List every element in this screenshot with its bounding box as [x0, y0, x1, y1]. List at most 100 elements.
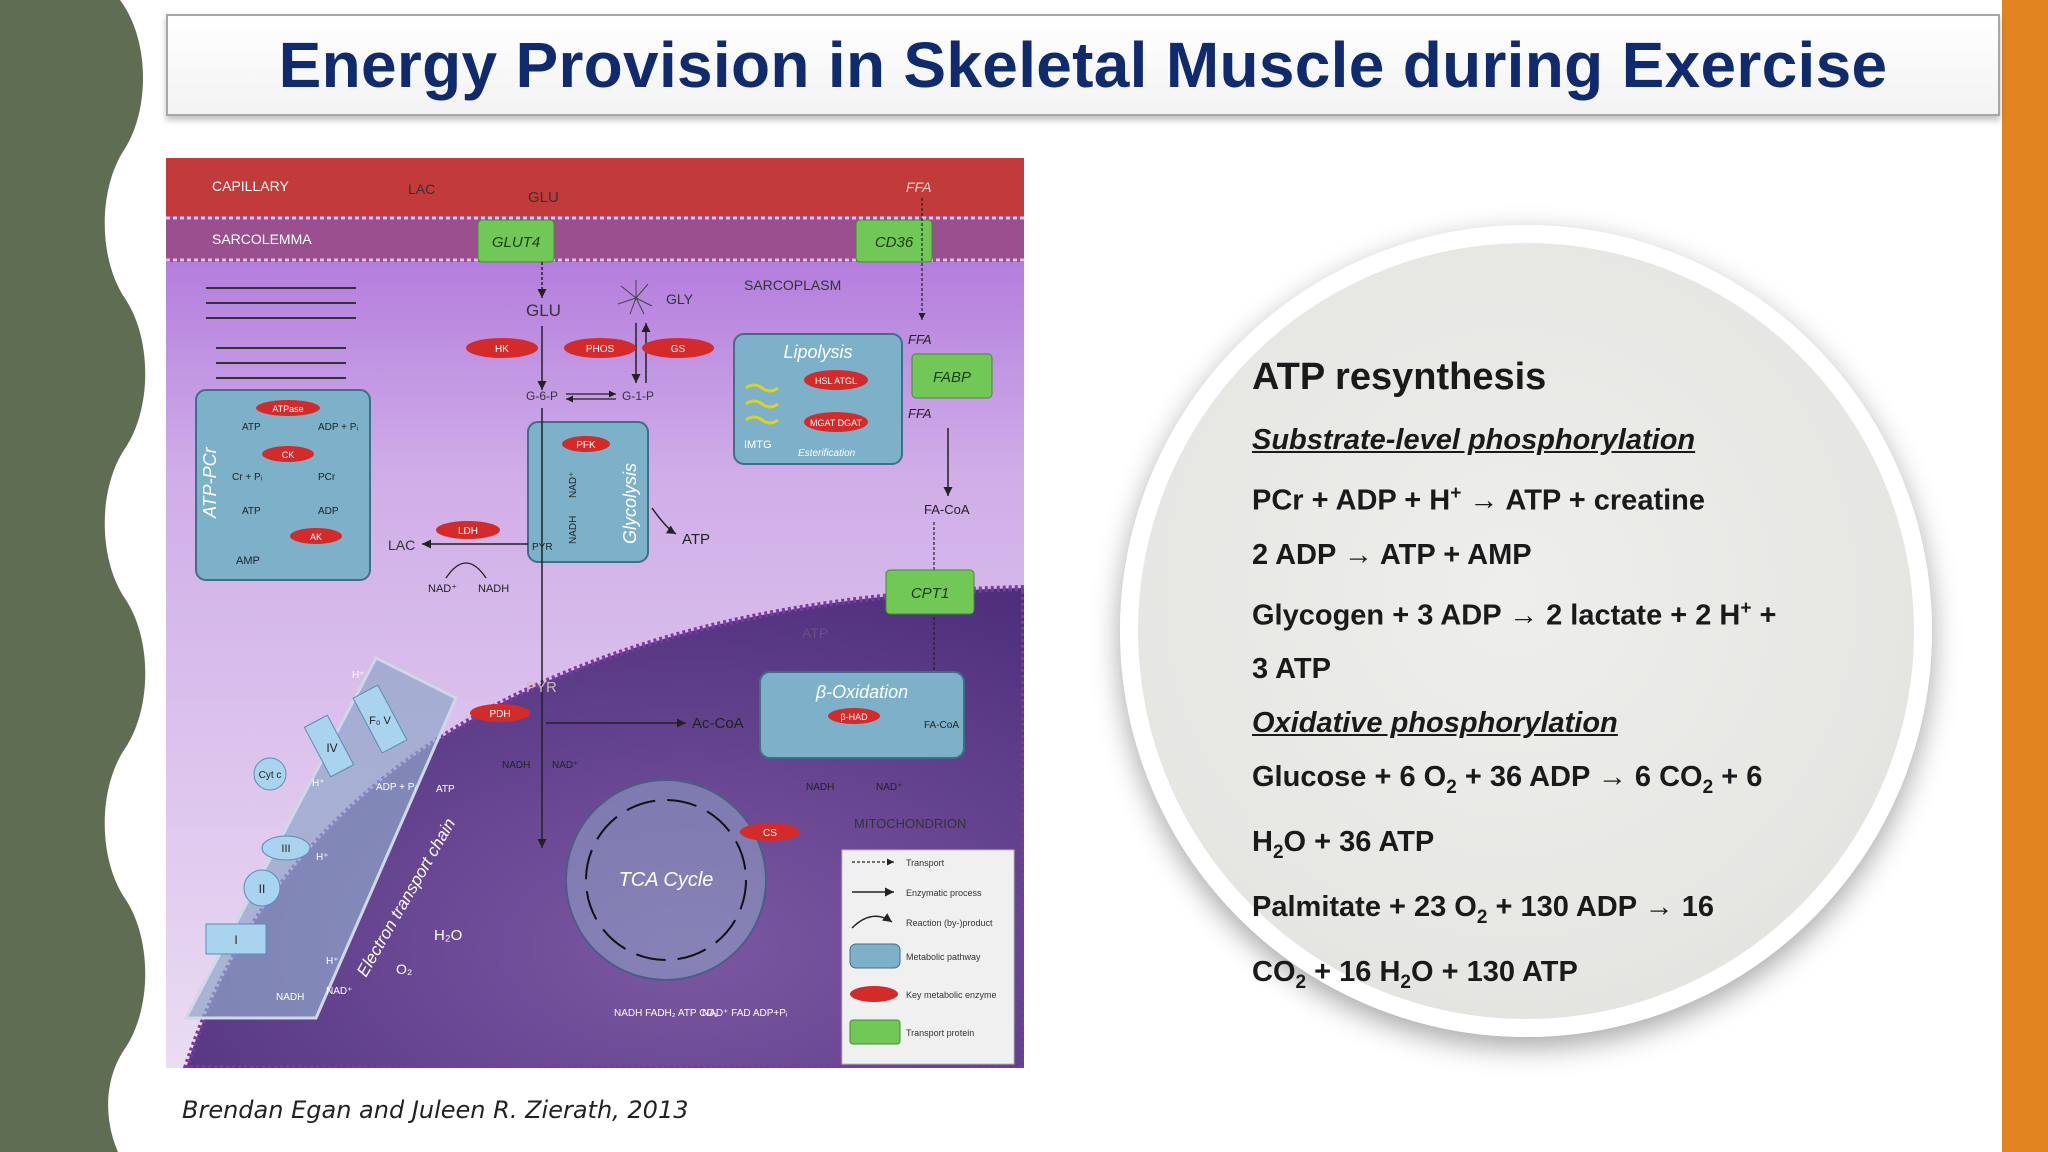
ldh-enzyme — [436, 521, 500, 539]
figure-legend: Transport Enzymatic process Reaction (by… — [841, 849, 1015, 1065]
atpase-label: ATPase — [272, 404, 303, 414]
ldh-nadh-label: NADH — [478, 583, 509, 595]
glycolysis-atp-label: ATP — [682, 531, 710, 548]
pyr-mito-label: PYR — [526, 679, 557, 696]
glut4-box — [477, 219, 555, 263]
beta-nad-label: NAD⁺ — [876, 782, 902, 793]
complex-iv — [303, 714, 355, 778]
tca-cycle-circle — [565, 779, 767, 981]
capillary-region — [166, 158, 1024, 216]
complex-v-label: F₀ V — [369, 715, 391, 727]
glycolysis-box — [527, 421, 649, 563]
complex-iii — [261, 835, 311, 861]
equation-glycogen-line2: 3 ATP — [1252, 653, 1331, 686]
complex-iii-label: III — [281, 843, 290, 855]
oxidative-heading: Oxidative phosphorylation — [1252, 707, 1618, 740]
pdh-nad-label: NAD⁺ — [552, 760, 578, 771]
ffa-sarcoplasm-label: FFA — [908, 332, 932, 347]
beta-oxidation-label: β-Oxidation — [815, 682, 908, 702]
glu-sarcoplasm-label: GLU — [526, 301, 561, 320]
lac-bottom-label: LAC — [388, 537, 415, 553]
imtg-icon — [745, 383, 779, 425]
etc-atp-label: ATP — [436, 784, 455, 795]
ak-enzyme — [290, 528, 342, 544]
ak-adp-label: ADP — [318, 506, 339, 517]
phos-label: PHOS — [586, 344, 615, 355]
etc-nadh-label: NADH — [276, 992, 304, 1003]
legend-reaction: Reaction (by-)product — [906, 918, 993, 928]
atp-pcr-label: ATP-PCr — [200, 446, 220, 519]
mgat-dgat-enzyme — [804, 412, 868, 432]
ffa-fabp-label: FFA — [908, 406, 932, 421]
equation-palmitate-line2: CO2 + 16 H2O + 130 ATP — [1252, 955, 1578, 993]
tca-cycle-arrows — [585, 799, 747, 961]
lipolysis-label: Lipolysis — [783, 342, 852, 362]
pdh-label: PDH — [489, 709, 510, 720]
myofibril-icon — [206, 287, 356, 379]
etc-h-mid: H⁺ — [312, 778, 325, 789]
slide-title: Energy Provision in Skeletal Muscle duri… — [278, 29, 1888, 101]
cyt-c — [253, 757, 287, 791]
pfk-label: PFK — [576, 440, 596, 451]
glycolysis-label: Glycolysis — [620, 463, 640, 544]
atpase-enzyme — [256, 400, 320, 416]
cyt-c-label: Cyt c — [259, 770, 282, 781]
tca-substrates-label: NAD⁺ FAD ADP+Pᵢ — [702, 1008, 788, 1019]
mgat-dgat-label: MGAT DGAT — [810, 418, 863, 428]
hk-enzyme — [466, 338, 538, 358]
atp-pcr-box — [195, 389, 371, 581]
figure-credit: Brendan Egan and Juleen R. Zierath, 2013 — [182, 1096, 689, 1124]
legend-protein: Transport protein — [906, 1028, 974, 1038]
fa-coa-label: FA-CoA — [924, 502, 970, 517]
atpase-adp-label: ADP + Pᵢ — [318, 422, 358, 433]
lac-top-label: LAC — [408, 181, 435, 197]
legend-transport: Transport — [906, 858, 945, 868]
etc-h-bottom: H⁺ — [326, 956, 339, 967]
o2-label: O₂ — [396, 961, 412, 977]
tca-products-label: NADH FADH₂ ATP CO₂ — [614, 1008, 718, 1019]
beta-nadh-label: NADH — [806, 782, 834, 793]
mitochondrion-label: MITOCHONDRION — [854, 816, 966, 831]
ck-enzyme — [262, 446, 314, 462]
sarcoplasm-label: SARCOPLASM — [744, 277, 841, 293]
glu-top-label: GLU — [528, 189, 559, 206]
etc-adp-label: ADP + Pᵢ — [376, 782, 416, 793]
pyr-small-label: PYR — [532, 542, 553, 553]
cpt1-box — [885, 569, 975, 615]
complex-ii — [243, 869, 281, 907]
equation-adenylate: 2 ADP → ATP + AMP — [1252, 538, 1532, 571]
cr-pi-label: Cr + Pᵢ — [232, 472, 263, 483]
cpt1-label: CPT1 — [911, 585, 949, 602]
atp-resynthesis-panel: ATP resynthesis Substrate-level phosphor… — [1252, 356, 1852, 1010]
hk-label: HK — [495, 344, 509, 355]
substrate-level-heading: Substrate-level phosphorylation — [1252, 424, 1696, 456]
beta-had-label: β-HAD — [840, 712, 868, 722]
ck-label: CK — [282, 450, 295, 460]
hsl-atgl-enzyme — [804, 370, 868, 390]
glycolysis-nadh-label: NADH — [568, 516, 579, 544]
lipolysis-box — [733, 333, 903, 465]
pcr-label: PCr — [318, 472, 336, 483]
glut4-label: GLUT4 — [492, 234, 540, 251]
equation-glucose-line2: H2O + 36 ATP — [1252, 826, 1435, 863]
esterification-label: Esterification — [798, 448, 856, 459]
pfk-enzyme — [562, 436, 610, 452]
ldh-nad-label: NAD⁺ — [428, 583, 457, 595]
hsl-atgl-label: HSL ATGL — [815, 376, 857, 386]
title-banner: Energy Provision in Skeletal Muscle duri… — [166, 14, 2000, 116]
ak-label: AK — [310, 532, 322, 542]
complex-ii-label: II — [259, 882, 266, 896]
etc-h-lower: H⁺ — [316, 852, 329, 863]
complex-v — [352, 684, 408, 754]
g1p-label: G-1-P — [622, 389, 654, 403]
complex-iv-label: IV — [326, 741, 337, 755]
ak-atp-label: ATP — [242, 506, 261, 517]
etc-h-top: H⁺ — [352, 670, 365, 681]
complex-i-label: I — [234, 933, 237, 947]
capillary-label: CAPILLARY — [212, 178, 289, 194]
equation-pcr: PCr + ADP + H+ → ATP + creatine — [1252, 483, 1705, 517]
ffa-top-label: FFA — [906, 179, 931, 195]
cs-enzyme — [740, 823, 800, 841]
ac-coa-label: Ac-CoA — [692, 715, 744, 732]
beta-had-enzyme — [828, 708, 880, 724]
